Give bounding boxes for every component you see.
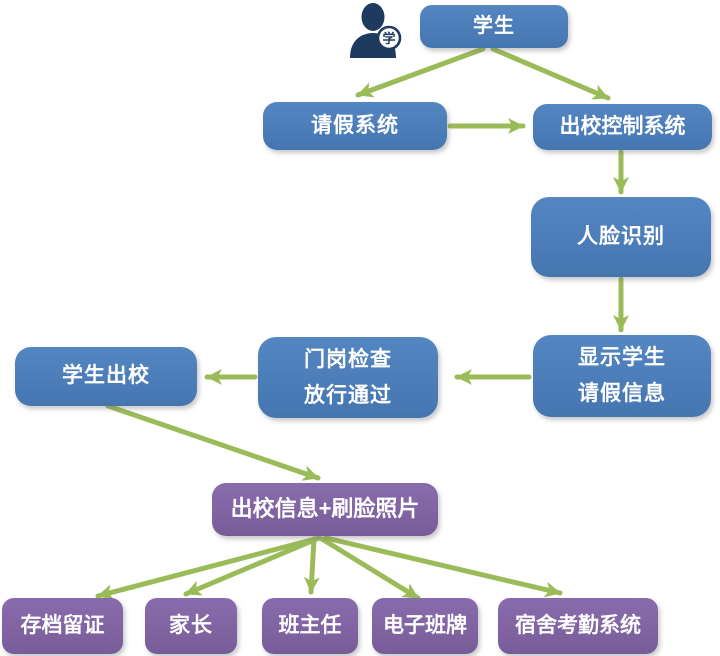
node-face-recognition-label: 人脸识别 [577,224,665,248]
node-exit-control-system: 出校控制系统 [533,104,712,150]
edge-exit-info-to-dorm-system [323,535,563,598]
node-leave-system: 请假系统 [263,102,447,150]
node-leave-system-label: 请假系统 [311,113,399,137]
node-gate-check: 门岗检查 放行通过 [258,337,438,418]
node-face-recognition: 人脸识别 [531,197,711,277]
student-badge-char: 学 [382,31,395,46]
node-dorm-attendance-system-label: 宿舍考勤系统 [515,613,641,637]
node-head-teacher: 班主任 [262,598,358,654]
node-archive-label: 存档留证 [20,613,105,637]
node-archive: 存档留证 [2,598,123,654]
node-exit-info-photo: 出校信息+刷脸照片 [212,483,438,536]
edge-exit-info-to-e-class-board [319,536,421,601]
node-dorm-attendance-system: 宿舍考勤系统 [498,598,658,654]
node-student-exit-label: 学生出校 [62,364,150,388]
node-student-label: 学生 [473,15,515,37]
node-head-teacher-label: 班主任 [278,613,342,637]
student-person-icon: 学 [346,1,406,59]
node-exit-control-system-label: 出校控制系统 [559,114,686,138]
node-show-leave-info-line1: 显示学生 [578,346,666,370]
node-parents: 家长 [145,598,237,654]
edge-student-to-exit-control [490,46,611,101]
node-student-exit: 学生出校 [15,347,197,406]
node-e-class-board-label: 电子班牌 [383,613,467,637]
edge-exit-info-to-parents [183,535,322,597]
node-parents-label: 家长 [169,613,213,637]
node-student: 学生 [420,5,568,48]
node-gate-check-line2: 放行通过 [304,383,392,407]
node-exit-info-photo-label: 出校信息+刷脸照片 [230,496,420,522]
node-e-class-board: 电子班牌 [372,598,478,654]
node-show-leave-info-line2: 请假信息 [578,382,666,405]
node-gate-check-line1: 门岗检查 [304,347,392,371]
edge-exit-info-to-head-teacher [303,536,320,595]
edge-exit-info-to-archive [95,535,322,600]
node-show-leave-info: 显示学生 请假信息 [533,335,711,417]
